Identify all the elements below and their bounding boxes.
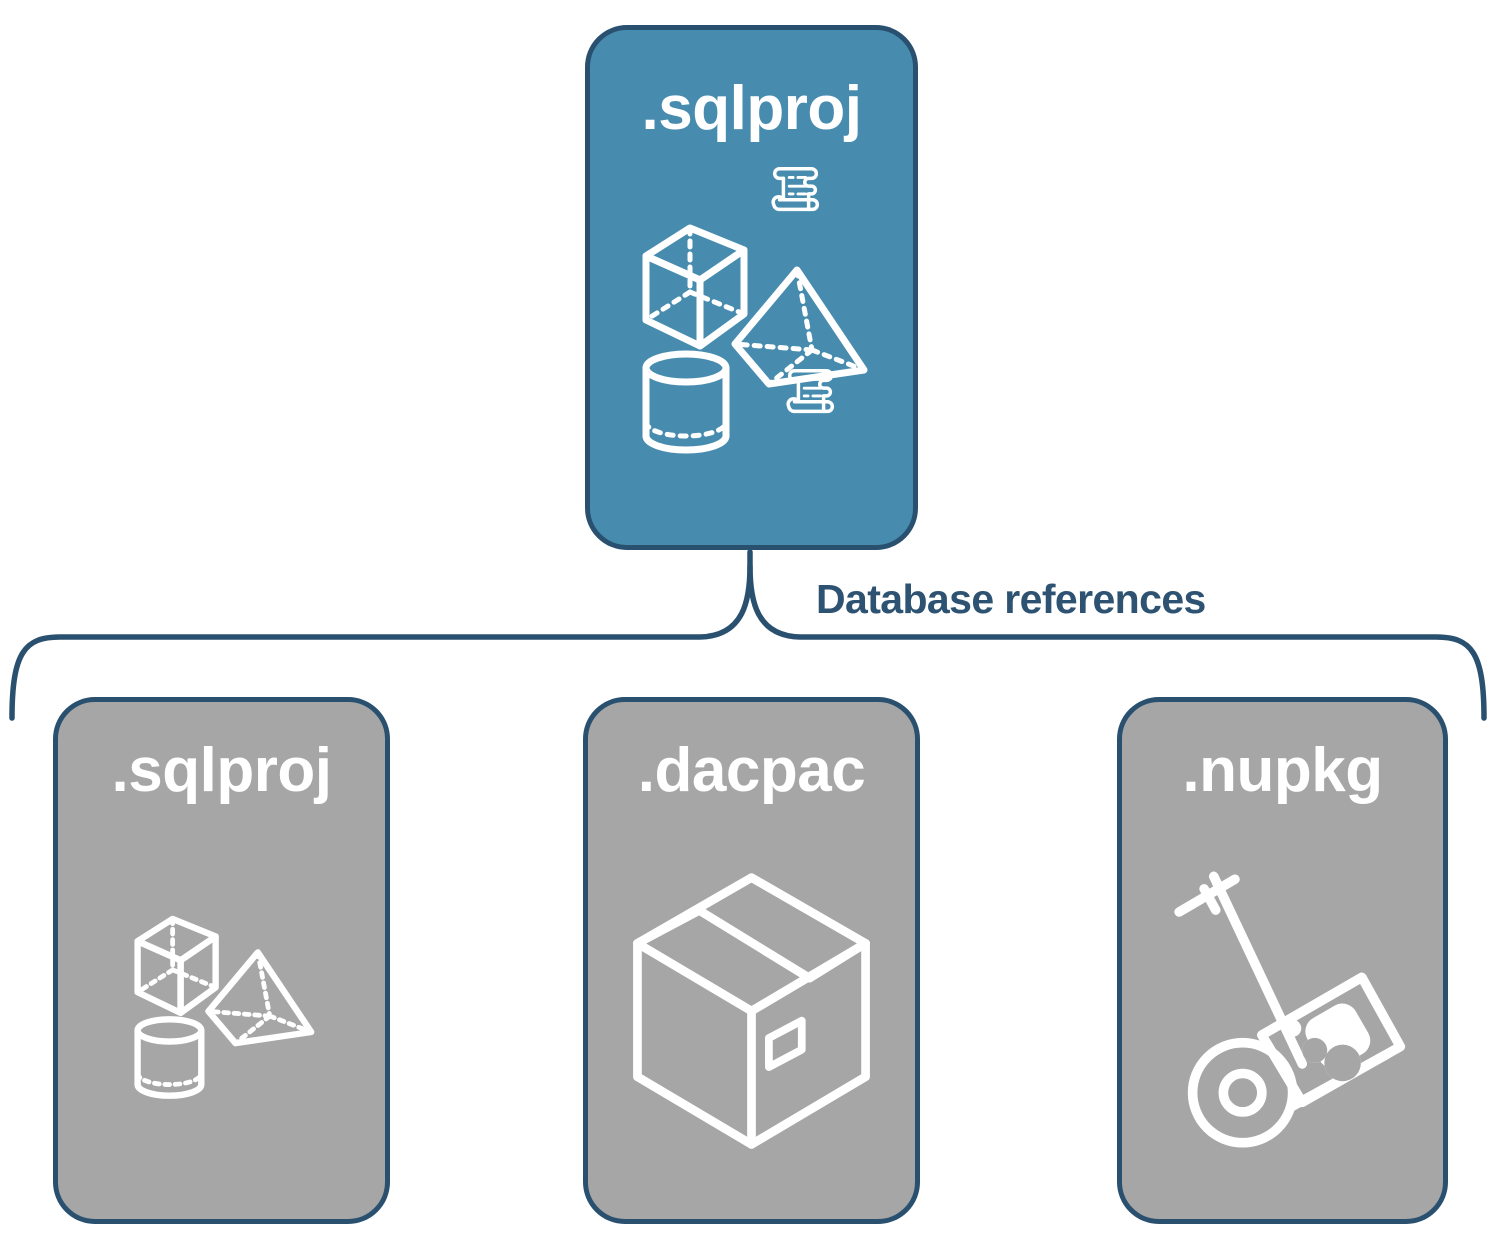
scroll-icon [786, 368, 834, 414]
node-dacpac[interactable]: .dacpac [583, 697, 920, 1224]
node-nupkg[interactable]: .nupkg [1117, 697, 1448, 1224]
hand-truck-icon [1173, 871, 1405, 1148]
cube-icon [642, 224, 747, 349]
shapes-icon-group [133, 915, 314, 1099]
node-artwork-dacpac [588, 802, 915, 1219]
node-artwork-sqlproj-child [58, 802, 385, 1219]
node-sqlproj-child[interactable]: .sqlproj [53, 697, 390, 1224]
nuget-glyph-cutouts [1301, 1037, 1361, 1081]
edge-label-database-references: Database references [816, 576, 1206, 622]
node-title-sqlproj-child: .sqlproj [111, 736, 332, 805]
cylinder-icon [133, 1016, 204, 1099]
scroll-icon [771, 166, 819, 212]
cube-icon [133, 915, 219, 1017]
package-box-icon [633, 872, 870, 1149]
root-icon-group [642, 224, 867, 453]
node-artwork-root [590, 140, 913, 545]
pyramid-icon [731, 266, 867, 387]
pyramid-icon [204, 949, 314, 1047]
cylinder-icon [642, 350, 729, 453]
node-title-sqlproj-root: .sqlproj [641, 74, 862, 143]
node-title-nupkg: .nupkg [1182, 736, 1383, 805]
node-artwork-nupkg [1122, 802, 1443, 1219]
node-title-dacpac: .dacpac [637, 736, 866, 805]
node-sqlproj-root[interactable]: .sqlproj [585, 25, 918, 550]
nuget-glyph-dots [1284, 1020, 1300, 1036]
